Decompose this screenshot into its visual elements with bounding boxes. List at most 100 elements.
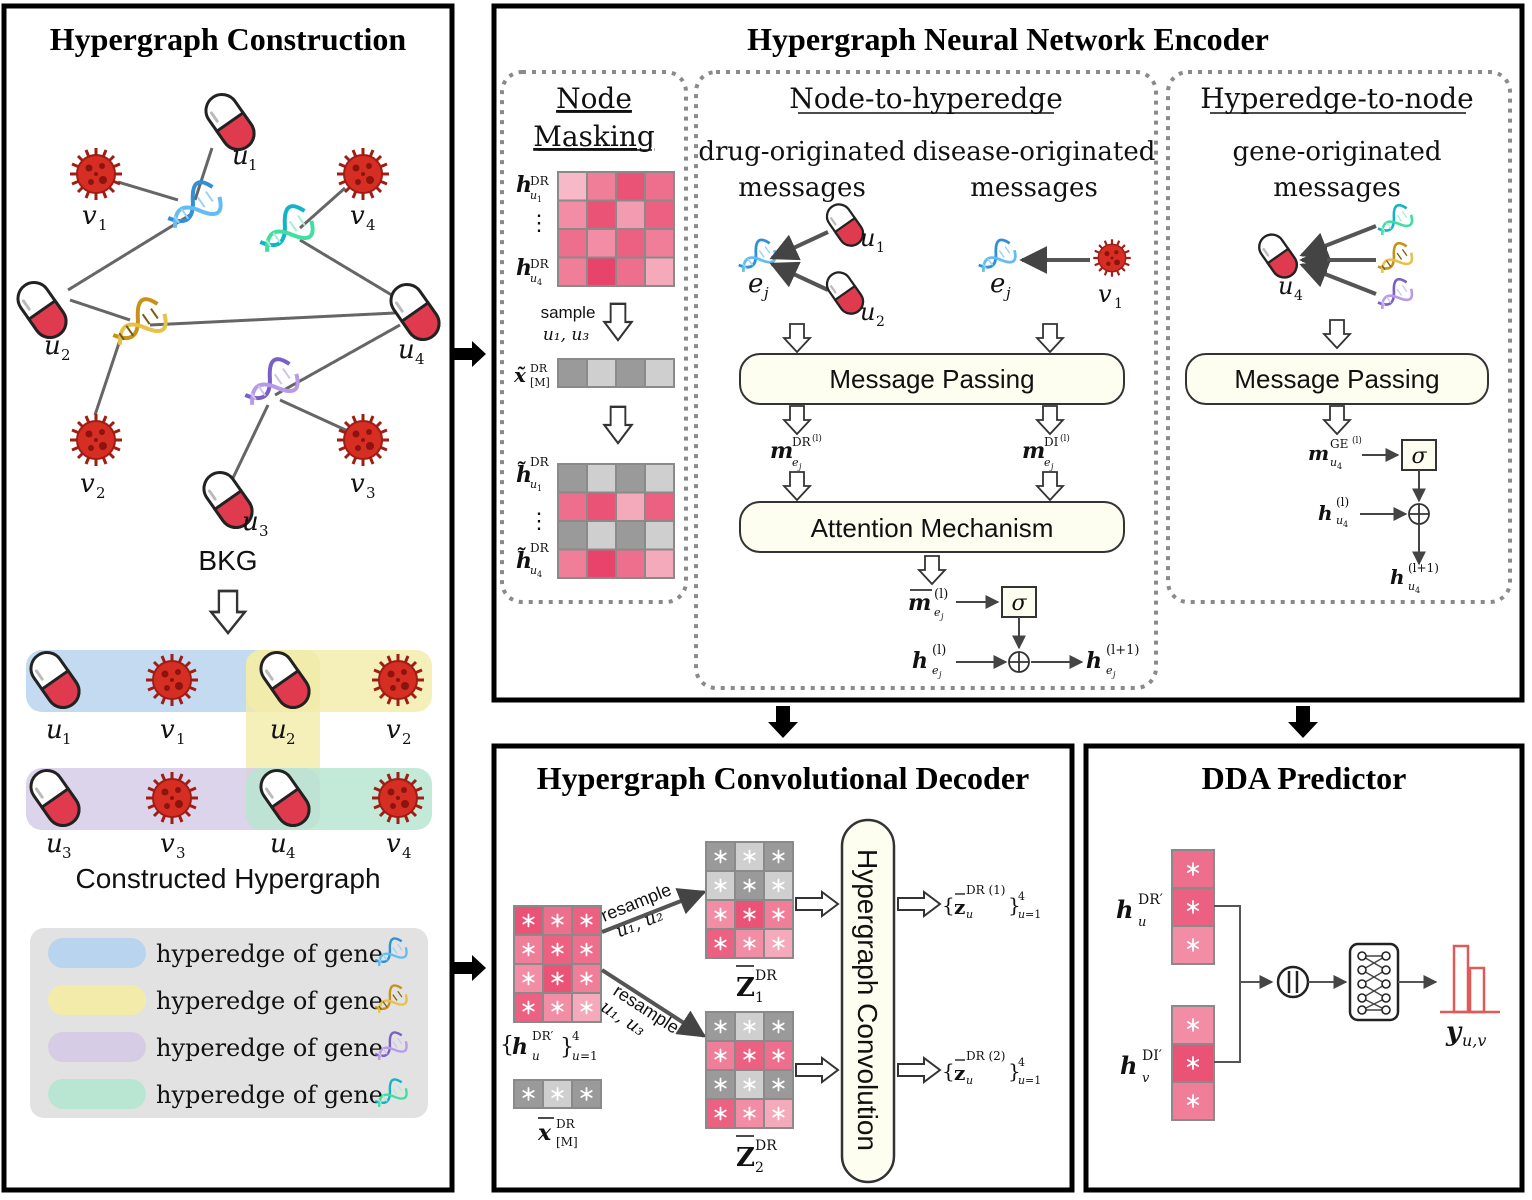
- svg-text:(l): (l): [1336, 495, 1349, 509]
- svg-text:DR′: DR′: [1138, 892, 1163, 908]
- svg-text:h: h: [1390, 565, 1405, 589]
- svg-text:{: {: [942, 1059, 955, 1083]
- svg-text:h: h: [512, 1034, 528, 1060]
- mask-top-cell: [586, 228, 617, 259]
- mask-bottom-cell: [615, 491, 646, 522]
- svg-text:2: 2: [96, 484, 106, 502]
- svg-text:j: j: [1049, 462, 1054, 471]
- svg-text:⋮: ⋮: [528, 211, 550, 236]
- mlp-icon: [1348, 942, 1400, 1022]
- legend-background: [30, 928, 428, 1118]
- svg-text:DR (2): DR (2): [966, 1049, 1005, 1063]
- mask-token-cell: [557, 358, 588, 388]
- svg-text:u: u: [966, 908, 973, 921]
- mask-bottom-cell: [557, 463, 588, 494]
- svg-text:4: 4: [366, 216, 376, 234]
- hg-label-v2: v: [386, 715, 401, 745]
- svg-text:h̃: h̃: [516, 548, 532, 574]
- predictor-panel-frame: [1083, 743, 1525, 1193]
- sample-word: sample: [541, 303, 596, 322]
- svg-text:u: u: [860, 298, 875, 326]
- pred-v-cell: [1171, 1081, 1215, 1121]
- mask-bottom-cell: [557, 548, 588, 579]
- svg-text:=1: =1: [580, 1049, 598, 1063]
- legend-item-purple: hyperedge of gene: [48, 1028, 412, 1067]
- hg-label-v3: v: [160, 829, 175, 859]
- svg-text:DR: DR: [755, 968, 777, 984]
- decoder-input-cell: [571, 992, 602, 1023]
- encoder-to-decoder-arrow: [768, 706, 798, 738]
- legend-item-teal: hyperedge of gene: [48, 1075, 412, 1114]
- svg-text:4: 4: [415, 350, 425, 368]
- svg-text:4: 4: [1018, 1056, 1025, 1069]
- predictor-title: DDA Predictor: [1202, 760, 1407, 796]
- mask-token-cell: [644, 358, 675, 388]
- svg-text:4: 4: [1018, 890, 1025, 903]
- svg-text:[M]: [M]: [530, 376, 550, 389]
- svg-text:1: 1: [537, 484, 542, 493]
- svg-text:u: u: [1336, 514, 1343, 527]
- disease-msg-line2: messages: [970, 173, 1098, 203]
- svg-text:DR: DR: [556, 1117, 576, 1131]
- mask-top-cell: [644, 228, 675, 259]
- label-v4: v: [350, 201, 365, 231]
- svg-text:DR: DR: [530, 455, 550, 469]
- svg-text:u: u: [572, 1049, 580, 1063]
- mask-top-cell: [615, 228, 646, 259]
- mask-top-cell: [557, 228, 588, 259]
- label-u2: u: [44, 331, 61, 361]
- mask-top-cell: [557, 199, 588, 230]
- svg-text:{: {: [500, 1033, 514, 1058]
- svg-text:=1: =1: [1025, 1074, 1041, 1087]
- legend-swatch-blue: [48, 938, 146, 968]
- svg-text:Z: Z: [736, 1143, 755, 1173]
- svg-text:u: u: [530, 478, 537, 491]
- z2-heatmap: [705, 1011, 794, 1129]
- svg-text:e: e: [932, 664, 939, 677]
- label-u1: u: [232, 141, 249, 171]
- mask-token-cell: [586, 358, 617, 388]
- legend-item-blue: hyperedge of gene: [48, 934, 412, 973]
- bkg-label: BKG: [198, 545, 257, 576]
- hg-label-u3-sub: 3: [62, 844, 72, 862]
- masking-title-line2: Masking: [533, 120, 655, 153]
- svg-text:e: e: [1044, 456, 1051, 469]
- svg-text:⋮: ⋮: [528, 509, 550, 534]
- svg-text:4: 4: [1294, 288, 1303, 304]
- svg-text:DR: DR: [530, 257, 550, 271]
- mask-bottom-cell: [615, 463, 646, 494]
- mask-top-cell: [557, 171, 588, 202]
- mask-bottom-cell: [644, 491, 675, 522]
- svg-text:h: h: [516, 255, 532, 281]
- mask-top-cell: [615, 171, 646, 202]
- mask-bottom-cell: [644, 463, 675, 494]
- svg-text:4: 4: [572, 1029, 580, 1043]
- n2h-sigma-label: σ: [1011, 591, 1027, 616]
- legend-label-blue: hyperedge of gene: [156, 940, 383, 968]
- svg-text:DR: DR: [530, 362, 548, 375]
- mask-top-cell: [615, 256, 646, 287]
- svg-text:2: 2: [755, 1160, 764, 1176]
- mask-bottom-cell: [586, 520, 617, 551]
- svg-text:GE: GE: [1330, 437, 1348, 451]
- svg-text:v: v: [1142, 1071, 1150, 1086]
- h2n-sigma-box: [1401, 439, 1437, 471]
- hg-label-v1-sub: 1: [176, 730, 186, 748]
- mask-token-label: x̃DR[M]: [513, 362, 550, 389]
- legend-label-teal: hyperedge of gene: [156, 1081, 383, 1109]
- svg-text:1: 1: [248, 156, 258, 174]
- svg-text:u: u: [1278, 272, 1293, 300]
- mask-top-heatmap: [557, 171, 675, 287]
- svg-text:1: 1: [876, 240, 885, 256]
- svg-text:u,v: u,v: [1462, 1031, 1486, 1050]
- svg-text:1: 1: [98, 216, 108, 234]
- legend-label-purple: hyperedge of gene: [156, 1034, 383, 1062]
